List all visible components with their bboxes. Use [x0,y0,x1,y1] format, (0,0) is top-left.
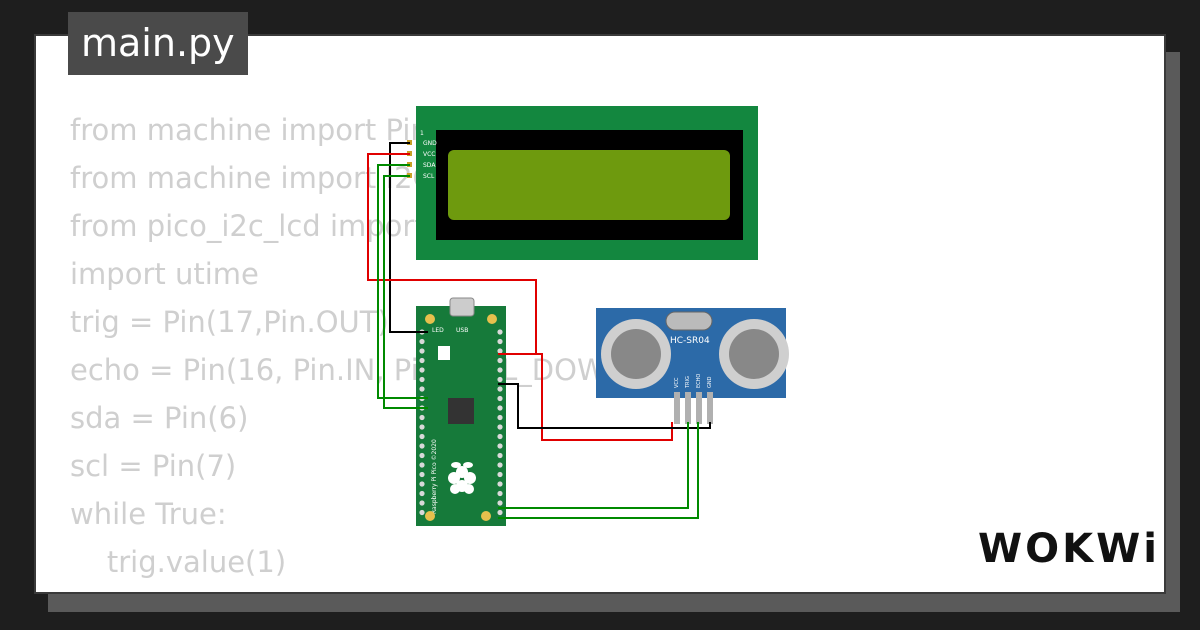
pico-pin [419,348,425,354]
lcd-pin-label: GND [423,140,437,147]
pico-pin [419,509,425,516]
pico-pin [497,433,503,440]
mount-hole [425,314,435,324]
pico-pin [497,367,503,373]
pico-pin [497,395,503,402]
sensor-crystal-icon [665,311,713,331]
pico-board: LED USB Raspberry Pi Pico ©2020 [416,297,506,526]
sensor-pin [696,392,702,424]
pico-pin [497,329,503,335]
pico-pin [497,490,503,497]
code-line: sda = Pin(6) [70,401,249,435]
pico-pin [497,481,503,487]
pico-pin [497,348,503,354]
pico-pin [419,443,425,449]
pico-pin [419,490,425,497]
sensor-pin [707,392,713,424]
sensor-mesh-right [729,329,779,379]
wire-sensor-gnd [498,383,711,429]
mount-hole [425,511,435,521]
sensor-mesh-left [611,329,661,379]
pico-pin [497,500,503,506]
pico-pin [419,386,425,392]
pico-button-icon [438,346,450,360]
pico-pin-rows [419,329,503,516]
pico-pin [419,376,425,383]
preview-card: from machine import Pin from machine imp… [34,34,1166,594]
sensor-pin-label: TRIG [685,376,691,389]
sensor-model-label: HC-SR04 [670,336,710,346]
sensor-pin-label: GND [707,376,713,388]
lcd-pin-label: SDA [423,162,436,169]
lcd-module: 1 GND VCC SDA SCL [407,106,758,260]
pico-pin [419,414,425,421]
lcd-pin-index: 1 [420,130,424,137]
lcd-pin-label: VCC [423,151,435,158]
pico-pin [497,338,503,345]
lcd-screen [448,150,730,220]
wire-sensor-trig [498,422,689,509]
pico-pin [497,424,503,430]
pico-pin [419,367,425,373]
usb-connector-icon [449,297,475,317]
file-tab[interactable]: main.py [68,12,248,75]
code-line: trig = Pin(17,Pin.OUT) [70,305,389,339]
pico-pin [497,357,503,364]
pico-pin [419,424,425,430]
wire-sensor-echo [498,422,699,519]
pico-pin [419,500,425,506]
pico-pin [419,357,425,364]
pico-pin [497,462,503,468]
code-line: scl = Pin(7) [70,449,237,483]
pico-pin [497,405,503,411]
sensor-pin [674,392,680,424]
sensor-pin-label: VCC [674,377,680,388]
pico-pin [419,471,425,478]
pico-chip-icon [448,398,474,424]
mount-hole [481,511,491,521]
pico-pin [497,509,503,516]
wire-sensor-vcc [498,353,673,441]
pico-usb-label: USB [456,327,468,334]
pico-pin [419,452,425,459]
raspberry-logo-icon [448,462,476,494]
pico-vertical-label: Raspberry Pi Pico ©2020 [431,439,438,514]
pico-pin [419,338,425,345]
pico-pin [419,433,425,440]
code-line: while True: [70,497,227,531]
pico-led-label: LED [432,327,444,334]
pico-pin [497,471,503,478]
lcd-pin-label: SCL [423,173,435,180]
pico-pin [497,376,503,383]
wire-lcd-sda [377,164,428,399]
pico-pin [419,481,425,487]
mount-hole [487,314,497,324]
pico-pin [497,386,503,392]
pico-pin [419,462,425,468]
sensor-pin-label: ECHO [696,374,702,388]
wires [367,142,711,519]
code-line: trig.value(1) [70,545,287,579]
wokwi-logo: WOKWi [978,526,1160,572]
pico-pin [497,414,503,421]
pico-pin [497,443,503,449]
ultrasonic-sensor: HC-SR04 VCC TRIG ECHO GND [596,308,789,424]
wire-lcd-gnd [389,142,428,333]
pico-pin [497,452,503,459]
circuit-diagram: 1 GND VCC SDA SCL LED USB Raspberry Pi P… [367,106,789,526]
sensor-pin [685,392,691,424]
wire-lcd-scl [383,175,428,409]
code-line: import utime [70,257,259,291]
